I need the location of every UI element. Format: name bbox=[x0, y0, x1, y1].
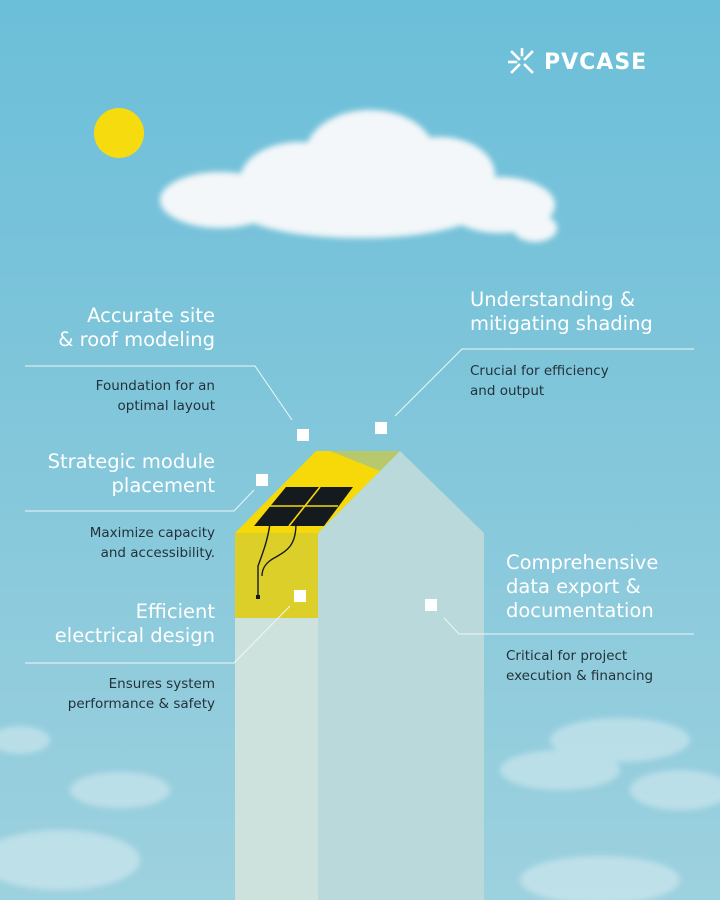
solar-panel-icon bbox=[254, 486, 353, 527]
title-line: Strategic module bbox=[47, 450, 215, 473]
desc-line: Foundation for an bbox=[95, 378, 215, 394]
marker-square bbox=[375, 422, 387, 434]
feature-desc-site-modeling: Foundation for an optimal layout bbox=[96, 376, 215, 416]
cloud-icon bbox=[160, 110, 557, 242]
brand-logo: PVCASE bbox=[508, 48, 647, 76]
feature-desc-module-placement: Maximize capacity and accessibility. bbox=[90, 523, 215, 563]
desc-line: execution & financing bbox=[506, 668, 654, 684]
desc-line: optimal layout bbox=[117, 398, 215, 414]
brand-name: PVCASE bbox=[544, 49, 648, 75]
title-line: & roof modeling bbox=[58, 328, 215, 351]
title-line: placement bbox=[111, 474, 215, 497]
title-line: Accurate site bbox=[87, 304, 215, 327]
title-line: documentation bbox=[506, 599, 654, 622]
feature-title-site-modeling: Accurate site & roof modeling bbox=[58, 304, 215, 352]
marker-square bbox=[297, 429, 309, 441]
pvcase-logo-icon bbox=[508, 48, 534, 74]
marker-square bbox=[294, 590, 306, 602]
title-line: Understanding & bbox=[470, 288, 636, 311]
title-line: Efficient bbox=[135, 600, 215, 623]
desc-line: Crucial for efficiency bbox=[470, 363, 609, 379]
desc-line: Ensures system bbox=[108, 676, 215, 692]
desc-line: and accessibility. bbox=[100, 545, 215, 561]
marker-square bbox=[425, 599, 437, 611]
title-line: mitigating shading bbox=[470, 312, 653, 335]
desc-line: performance & safety bbox=[67, 696, 215, 712]
feature-title-electrical-design: Efficient electrical design bbox=[55, 600, 215, 648]
feature-title-module-placement: Strategic module placement bbox=[48, 450, 215, 498]
title-line: data export & bbox=[506, 575, 641, 598]
feature-title-data-export: Comprehensive data export & documentatio… bbox=[506, 551, 658, 623]
desc-line: Maximize capacity bbox=[89, 525, 215, 541]
feature-title-shading: Understanding & mitigating shading bbox=[470, 288, 653, 336]
feature-desc-shading: Crucial for efficiency and output bbox=[470, 361, 609, 401]
cloud-icon bbox=[0, 718, 720, 900]
title-line: Comprehensive bbox=[506, 551, 659, 574]
feature-desc-electrical-design: Ensures system performance & safety bbox=[68, 674, 215, 714]
title-line: electrical design bbox=[54, 624, 215, 647]
sun-icon bbox=[94, 108, 144, 158]
building-illustration bbox=[235, 451, 484, 900]
marker-square bbox=[256, 474, 268, 486]
connector-lines bbox=[25, 348, 694, 664]
feature-desc-data-export: Critical for project execution & financi… bbox=[506, 646, 653, 686]
desc-line: Critical for project bbox=[506, 648, 628, 664]
desc-line: and output bbox=[470, 383, 545, 399]
